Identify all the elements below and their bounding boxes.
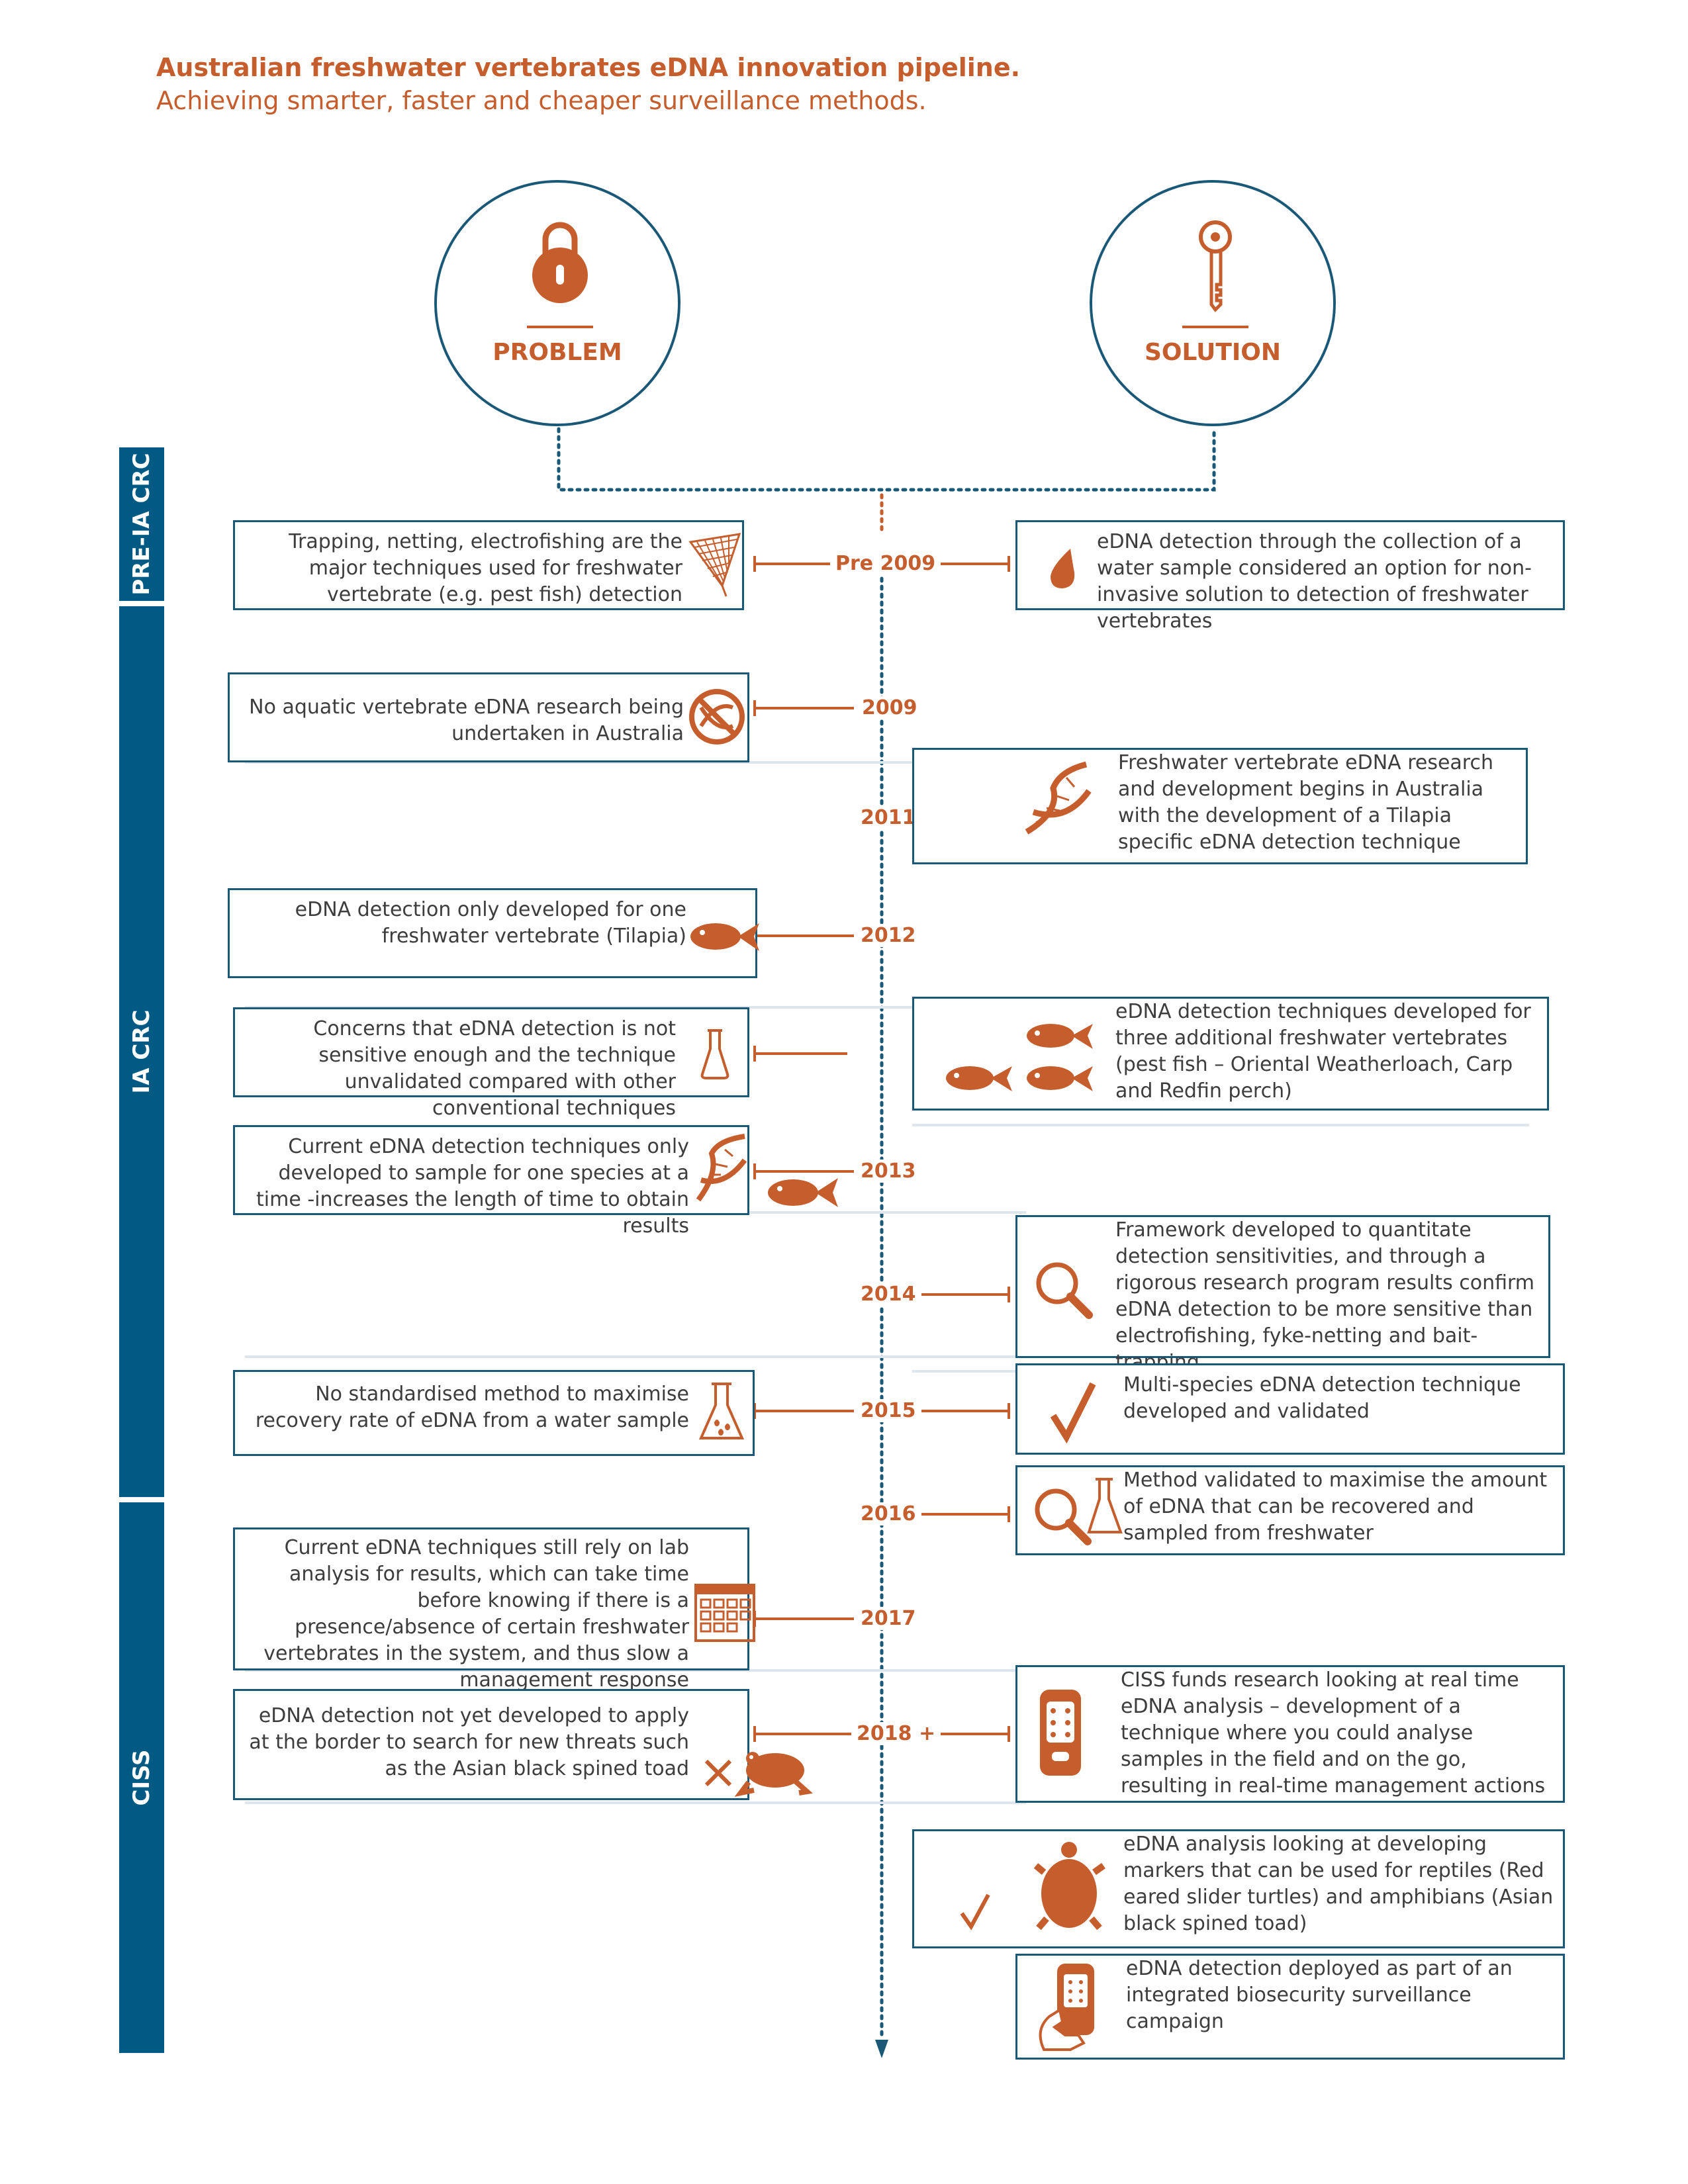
- cross-icon: [704, 1759, 732, 1787]
- solution-box-three-species: eDNA detection techniques developed for …: [912, 997, 1549, 1111]
- year-label: 2012: [855, 924, 921, 947]
- solution-box-2016: Method validated to maximise the amount …: [1015, 1465, 1565, 1555]
- problem-box-sensitivity: Concerns that eDNA detection is not sens…: [233, 1007, 749, 1120]
- page-title: Australian freshwater vertebrates eDNA i…: [156, 53, 1021, 82]
- solution-text: Method validated to maximise the amount …: [1123, 1469, 1548, 1545]
- solution-box-2018: CISS funds research looking at real time…: [1015, 1665, 1565, 1803]
- problem-box-pre2009: Trapping, netting, electrofishing are th…: [233, 520, 744, 610]
- page-subtitle: Achieving smarter, faster and cheaper su…: [156, 86, 927, 115]
- net-icon: [688, 533, 741, 597]
- magnifier-icon: [1036, 1262, 1093, 1319]
- toad-icon: [734, 1752, 813, 1797]
- solution-text: CISS funds research looking at real time…: [1121, 1668, 1546, 1797]
- solution-box-2015: Multi-species eDNA detection technique d…: [1015, 1363, 1565, 1455]
- problem-text: eDNA detection not yet developed to appl…: [249, 1704, 689, 1780]
- problem-text: No aquatic vertebrate eDNA research bein…: [249, 696, 684, 745]
- solution-text: Multi-species eDNA detection technique d…: [1123, 1373, 1521, 1423]
- problem-label: PROBLEM: [492, 339, 622, 366]
- no-dna-icon: [689, 689, 745, 745]
- year-label: 2009: [857, 696, 923, 719]
- problem-text: Concerns that eDNA detection is not sens…: [313, 1017, 676, 1120]
- year-label: 2016: [855, 1502, 921, 1525]
- key-icon: [1199, 220, 1232, 312]
- handheld-device-icon: [1040, 1690, 1081, 1776]
- era-ciss: CISS: [119, 1502, 164, 2053]
- year-label: 2014: [855, 1283, 921, 1306]
- problem-divider: [527, 326, 593, 328]
- year-label: 2018 +: [851, 1722, 941, 1745]
- problem-circle: PROBLEM: [434, 180, 680, 426]
- era-ia-crc: IA CRC: [119, 606, 164, 1497]
- year-label: 2013: [855, 1160, 921, 1183]
- problem-text: Trapping, netting, electrofishing are th…: [289, 530, 682, 606]
- solution-text: eDNA analysis looking at developing mark…: [1123, 1833, 1554, 1935]
- flask-icon: [698, 1383, 745, 1439]
- solution-box-pre2009: eDNA detection through the collection of…: [1015, 520, 1565, 633]
- problem-text: Current eDNA techniques still rely on la…: [263, 1536, 689, 1692]
- calendar-icon: [694, 1584, 755, 1642]
- problem-text: No standardised method to maximise recov…: [255, 1383, 689, 1432]
- solution-box-reptiles: eDNA analysis looking at developing mark…: [912, 1829, 1565, 1948]
- water-drop-icon: [1051, 549, 1075, 588]
- hand-device-icon: [1039, 1964, 1094, 2051]
- solution-label: SOLUTION: [1144, 339, 1282, 366]
- era-pre-ia-crc: PRE-IA CRC: [119, 447, 164, 601]
- turtle-icon: [1033, 1842, 1105, 1931]
- year-label: Pre 2009: [830, 552, 941, 575]
- problem-box-2017: Current eDNA techniques still rely on la…: [233, 1527, 755, 1692]
- fish-icon: [1027, 1024, 1093, 1049]
- dna-icon: [1025, 761, 1092, 835]
- dna-icon: [696, 1134, 747, 1202]
- magnifier-icon: [1035, 1488, 1092, 1545]
- problem-box-2018: eDNA detection not yet developed to appl…: [233, 1689, 813, 1800]
- problem-box-2015: No standardised method to maximise recov…: [233, 1370, 755, 1456]
- solution-divider: [1182, 326, 1248, 328]
- fish-icon: [690, 923, 759, 951]
- problem-text: Current eDNA detection techniques only d…: [256, 1135, 689, 1238]
- problem-box-2012: eDNA detection only developed for one fr…: [228, 888, 759, 978]
- solution-text: Framework developed to quantitate detect…: [1115, 1218, 1535, 1374]
- solution-box-2014: Framework developed to quantitate detect…: [1015, 1215, 1550, 1374]
- solution-text: eDNA detection deployed as part of an in…: [1126, 1957, 1513, 2033]
- year-label: 2017: [855, 1607, 921, 1630]
- checkmark-icon: [960, 1893, 990, 1931]
- test-tube-icon: [700, 1029, 729, 1079]
- problem-box-2009: No aquatic vertebrate eDNA research bein…: [228, 672, 749, 762]
- fish-icon: [768, 1178, 838, 1207]
- solution-box-2011: Freshwater vertebrate eDNA research and …: [912, 748, 1528, 864]
- year-label: 2011: [855, 806, 921, 829]
- flask-icon: [1087, 1478, 1123, 1533]
- solution-box-deployed: eDNA detection deployed as part of an in…: [1015, 1954, 1565, 2060]
- fish-icon: [946, 1066, 1012, 1091]
- solution-text: eDNA detection through the collection of…: [1097, 530, 1532, 633]
- problem-text: eDNA detection only developed for one fr…: [295, 898, 686, 948]
- padlock-icon: [532, 222, 588, 303]
- solution-circle: SOLUTION: [1090, 180, 1336, 426]
- year-label: 2015: [855, 1399, 921, 1422]
- fish-icon: [1027, 1066, 1093, 1091]
- solution-text: eDNA detection techniques developed for …: [1115, 1000, 1531, 1103]
- problem-box-2013: Current eDNA detection techniques only d…: [233, 1125, 749, 1238]
- solution-text: Freshwater vertebrate eDNA research and …: [1118, 751, 1493, 854]
- checkmark-icon: [1050, 1382, 1096, 1444]
